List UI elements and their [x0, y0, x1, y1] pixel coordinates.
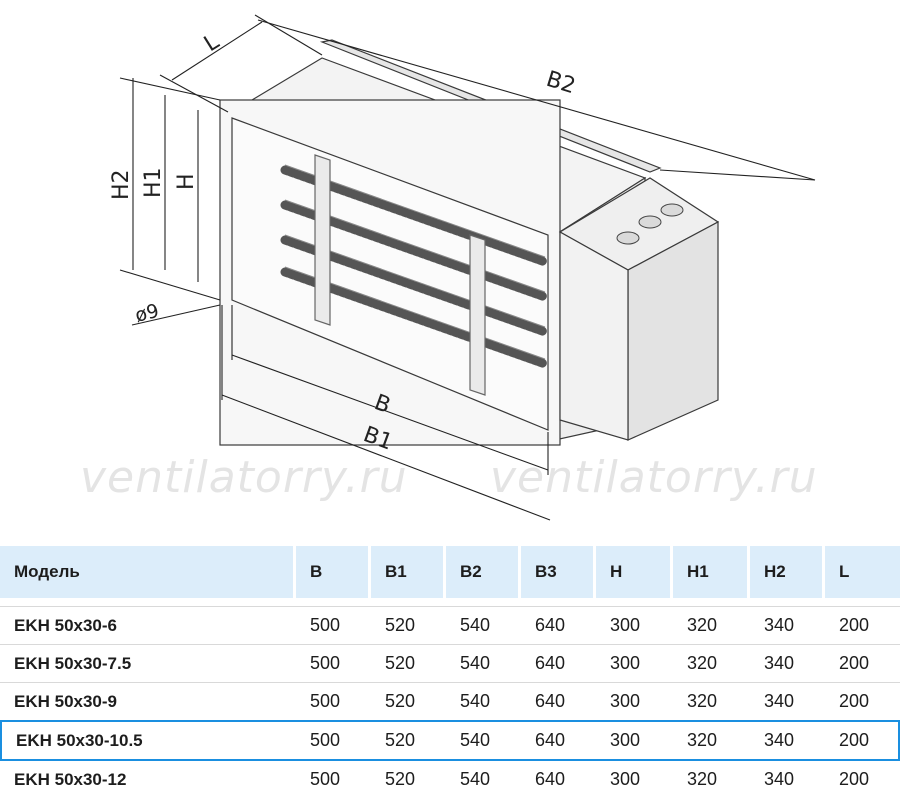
dim-label-L: L	[200, 29, 224, 57]
cell-model: EKH 50x30-12	[14, 769, 127, 789]
header-h: H	[596, 546, 673, 598]
header-l: L	[825, 546, 900, 598]
cell-value: 640	[521, 606, 596, 644]
cell-value: 200	[825, 606, 900, 644]
dim-label-H1: H1	[141, 167, 166, 198]
cell-value: 520	[371, 720, 446, 761]
cell-value: 540	[446, 606, 521, 644]
cell-value: 300	[610, 769, 641, 789]
cell-value: 200	[825, 720, 900, 761]
terminal-box-side	[559, 230, 629, 441]
cell-value: 340	[764, 769, 795, 789]
cell-value: 520	[371, 682, 446, 720]
dim-label-hole-diameter: ø9	[133, 300, 161, 327]
cell-value: 540	[446, 682, 521, 720]
cell-value: 300	[596, 606, 673, 644]
cell-value: 200	[839, 769, 870, 789]
header-b: B	[296, 546, 371, 598]
cell-value: 320	[673, 606, 750, 644]
table-header-row: Модель B B1 B2 B3 H H1 H2 L	[0, 546, 900, 598]
table-row: EKH 50x30-7.5 500 520 540 640 300 320 34…	[0, 644, 900, 682]
table-row: EKH 50x30-9 500 520 540 640 300 320 340 …	[0, 682, 900, 720]
cable-glands	[616, 203, 684, 245]
dim-label-H2: H2	[109, 169, 134, 200]
table-row: EKH 50x30-12 500 520 540 640 300 320 340…	[0, 761, 900, 798]
cell-model: EKH 50x30-10.5	[0, 720, 296, 761]
cell-value: 300	[596, 720, 673, 761]
table-row: EKH 50x30-6 500 520 540 640 300 320 340 …	[0, 606, 900, 644]
header-h2: H2	[750, 546, 825, 598]
cell-model: EKH 50x30-7.5	[0, 644, 296, 682]
heater-technical-drawing: L B2 H2 H1 H ø9 B B1	[109, 14, 816, 521]
support-plate-left	[314, 154, 331, 326]
header-b1: B1	[371, 546, 446, 598]
cell-value: 500	[296, 720, 371, 761]
cell-value: 300	[596, 644, 673, 682]
cell-value: 540	[446, 644, 521, 682]
cell-value: 320	[673, 644, 750, 682]
header-h1: H1	[673, 546, 750, 598]
header-b3: B3	[521, 546, 596, 598]
cell-value: 540	[446, 720, 521, 761]
dim-label-B2: B2	[543, 67, 578, 99]
spec-table: Модель B B1 B2 B3 H H1 H2 L EKH 50x30-6 …	[0, 546, 900, 798]
cell-value: 300	[596, 682, 673, 720]
cell-model: EKH 50x30-9	[0, 682, 296, 720]
cell-value: 200	[825, 682, 900, 720]
cell-value: 320	[673, 682, 750, 720]
table-row-highlighted: EKH 50x30-10.5 500 520 540 640 300 320 3…	[0, 720, 900, 761]
cell-value: 340	[750, 644, 825, 682]
cell-value: 520	[385, 769, 416, 789]
cell-value: 340	[750, 606, 825, 644]
cell-value: 640	[521, 682, 596, 720]
cell-value: 520	[371, 644, 446, 682]
header-model: Модель	[0, 546, 296, 598]
dim-label-H: H	[174, 173, 199, 190]
cell-value: 320	[687, 769, 718, 789]
support-plate-right	[469, 234, 486, 396]
cell-value: 340	[750, 682, 825, 720]
cell-value: 640	[521, 644, 596, 682]
cell-model: EKH 50x30-6	[0, 606, 296, 644]
cell-value: 520	[371, 606, 446, 644]
watermark-text: ventilatorry.ru	[490, 452, 818, 503]
header-b2: B2	[446, 546, 521, 598]
cell-value: 500	[310, 769, 341, 789]
cell-value: 500	[296, 644, 371, 682]
cell-value: 500	[296, 682, 371, 720]
cell-value: 540	[460, 769, 491, 789]
cell-value: 320	[673, 720, 750, 761]
watermark-text: ventilatorry.ru	[80, 452, 408, 503]
cell-value: 640	[521, 720, 596, 761]
cell-value: 340	[750, 720, 825, 761]
cell-value: 500	[296, 606, 371, 644]
cell-value: 200	[825, 644, 900, 682]
cell-value: 640	[535, 769, 566, 789]
